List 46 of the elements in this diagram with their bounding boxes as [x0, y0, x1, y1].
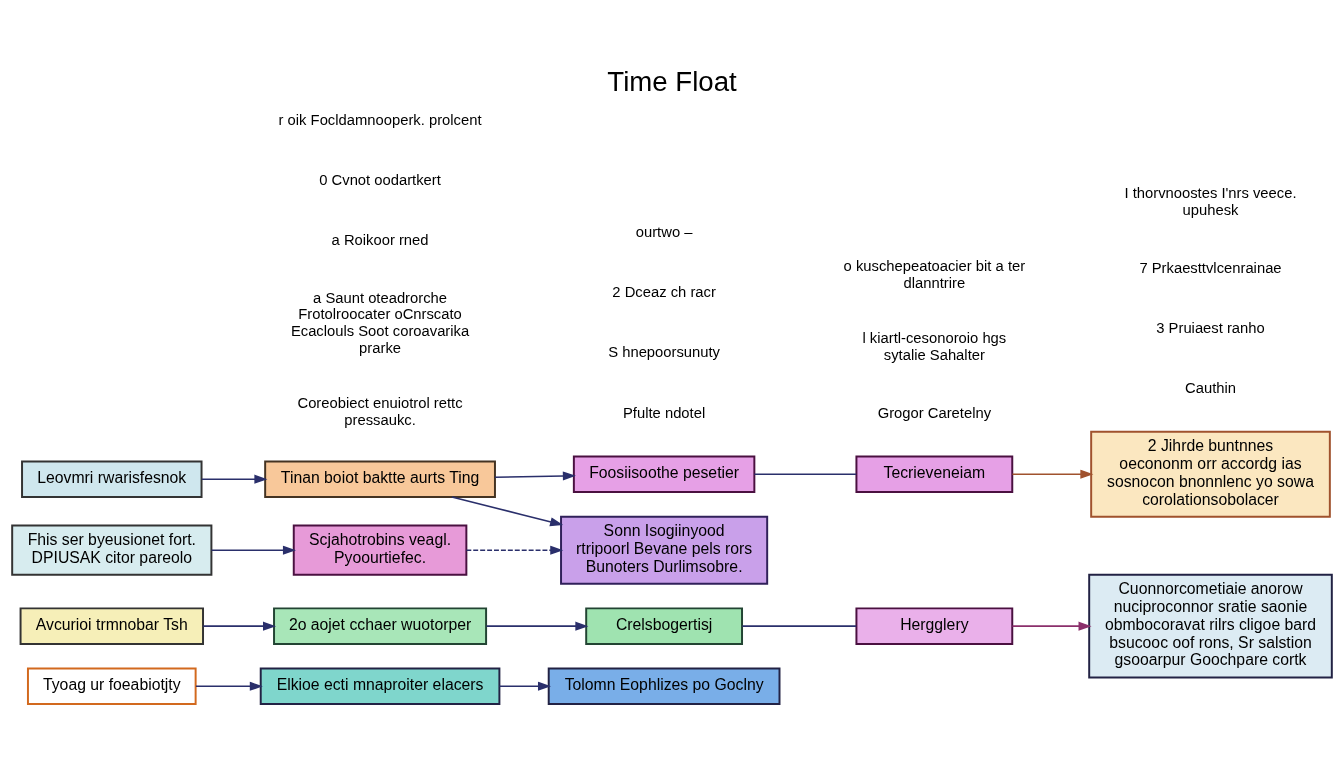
arrow [494, 470, 576, 481]
node-box: Sonn Isogiinyood rtripoorl Bevane pels rors Bunoters Durlimsobre. [560, 515, 769, 585]
label: l kiartl-cesonoroio hgs sytalie Sahalter [862, 329, 1007, 363]
node-box: Tecrieveneiam [855, 455, 1014, 493]
node-box: 2o aojet cchaer wuotorper [273, 606, 488, 645]
label: Coreobiect enuiotrol rettc pressaukc. [297, 394, 463, 428]
label: a Roikoor rned [331, 231, 429, 248]
arrow [195, 681, 263, 691]
node-box: Avcurioi trmnobar Tsh [19, 606, 204, 645]
label: 3 Pruiaest ranho [1156, 319, 1265, 336]
arrow [210, 545, 296, 555]
label: a Saunt oteadrorche Frotolroocater oCnrscato Ecaclouls Soot coroavarika prarke [290, 289, 470, 356]
arrow [1011, 621, 1092, 631]
node-box: Tolomn Eophlizes po Goclny [547, 667, 781, 705]
label: 7 Prkaesttvlcenrainae [1139, 259, 1282, 276]
label: o kuschepeatoacier bit a ter dlanntrire [843, 257, 1026, 291]
label: 0 Cvnot oodartkert [319, 171, 441, 188]
label: 2 Dceaz ch racr [612, 283, 716, 300]
diagram-title: Time Float [607, 65, 737, 97]
node-box: Tinan boiot baktte aurts Ting [264, 459, 496, 498]
label: S hnepoorsunuty [608, 343, 720, 360]
node-box: Fhis ser byeusionet fort. DPIUSAK citor pareolo [11, 524, 213, 576]
label: I thorvnoostes I'nrs veece. upuhesk [1124, 184, 1297, 218]
node-box: Tyoag ur foeabiotjty [26, 667, 197, 705]
arrow [1011, 469, 1094, 479]
node-box: Foosiisoothe pesetier [572, 455, 756, 493]
arrow [485, 621, 589, 631]
arrow [498, 681, 552, 691]
label: Pfulte ndotel [623, 404, 706, 421]
label: r oik Focldamnooperk. prolcent [278, 111, 482, 128]
node-box: Elkioe ecti mnaproiter elacers [259, 667, 501, 705]
connector [753, 472, 857, 475]
label: Cauthin [1185, 379, 1236, 396]
node-box: Scjahotrobins veagl. Pyoourtiefec. [292, 524, 468, 576]
node-box: Leovmri rwarisfesnok [21, 459, 203, 498]
label: ourtwo – [635, 223, 693, 240]
node-box: 2 Jihrde buntnnes oecononm orr accordg ias sosnocon bnonnlenc yo sowa corolationsobolacer [1090, 430, 1331, 518]
node-box: Crelsbogertisj [585, 606, 743, 645]
node-box: Cuonnorcometiaie anorow nuciproconnor sratie saonie obmbocoravat rilrs cligoe bard bsucooc oof rons, Sr salstion gsooarpur Goochpare cortk [1088, 573, 1333, 678]
arrow [465, 545, 564, 555]
label: Grogor Caretelny [877, 404, 992, 421]
node-box: Hergglery [855, 606, 1014, 645]
arrow [451, 495, 564, 526]
connector [741, 624, 857, 627]
arrow [202, 621, 277, 631]
arrow [201, 474, 268, 484]
